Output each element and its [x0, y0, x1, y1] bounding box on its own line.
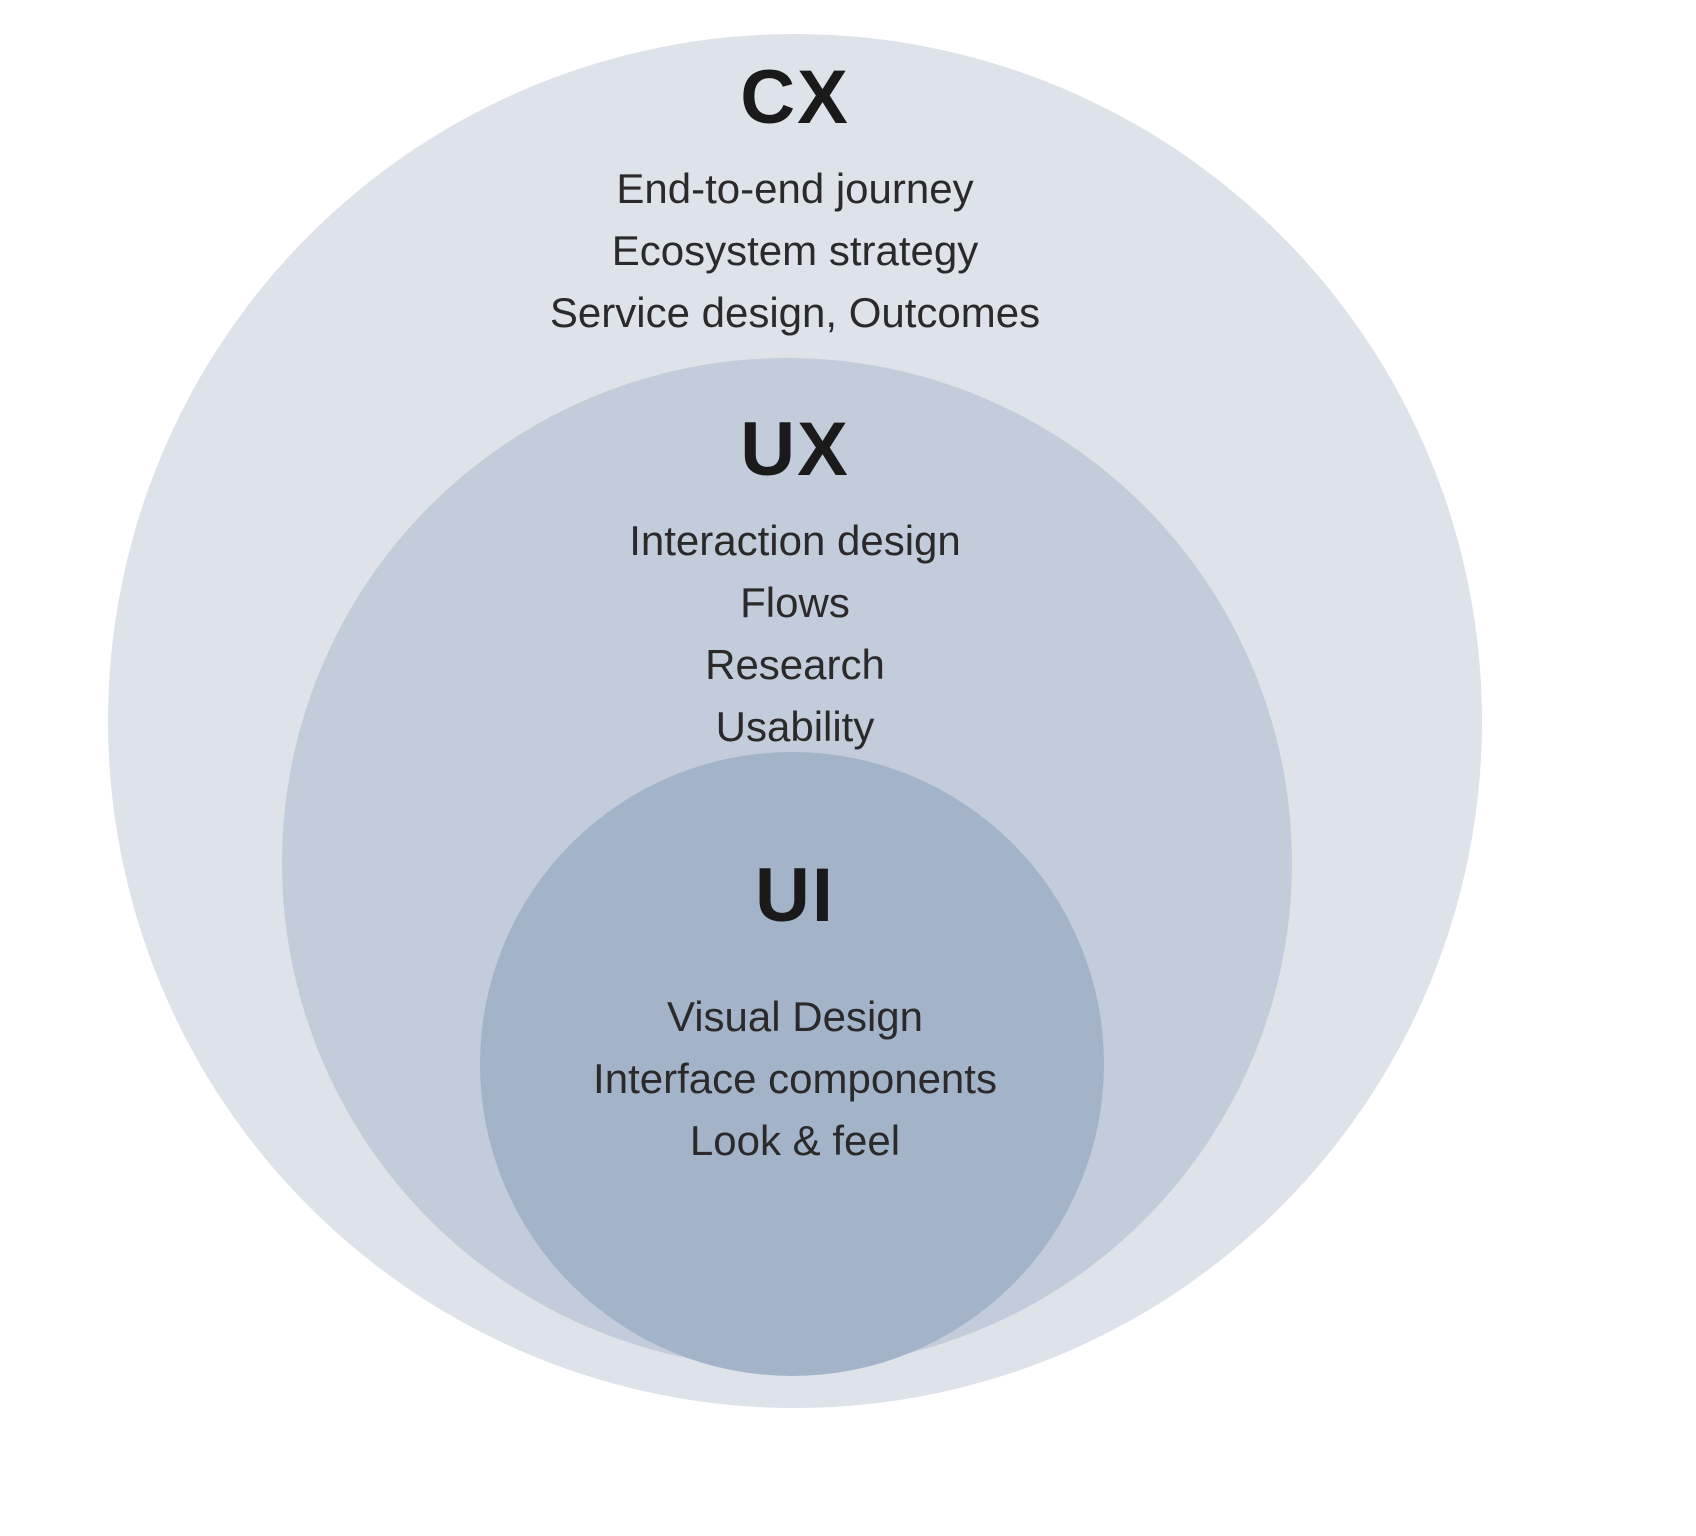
cx-title: CX — [740, 55, 850, 140]
cx-label-group: CX End-to-end journey Ecosystem strategy… — [108, 60, 1482, 344]
ux-item: Flows — [740, 579, 850, 626]
ui-label-group: UI Visual Design Interface components Lo… — [108, 858, 1482, 1172]
ux-item: Usability — [715, 703, 875, 750]
ui-item: Interface components — [593, 1055, 997, 1102]
ui-items: Visual Design Interface components Look … — [108, 986, 1482, 1172]
cx-item: Ecosystem strategy — [611, 227, 979, 274]
ux-item: Interaction design — [629, 517, 961, 564]
ux-label-group: UX Interaction design Flows Research Usa… — [108, 412, 1482, 758]
cx-items: End-to-end journey Ecosystem strategy Se… — [108, 158, 1482, 344]
cx-item: End-to-end journey — [616, 165, 974, 212]
ui-title: UI — [755, 853, 835, 938]
ux-items: Interaction design Flows Research Usabil… — [108, 510, 1482, 758]
ui-item: Visual Design — [666, 993, 924, 1040]
cx-item: Service design, Outcomes — [549, 289, 1041, 336]
ux-item: Research — [705, 641, 885, 688]
ux-title: UX — [740, 407, 850, 492]
ui-circle — [480, 752, 1104, 1376]
ui-item: Look & feel — [689, 1117, 901, 1164]
